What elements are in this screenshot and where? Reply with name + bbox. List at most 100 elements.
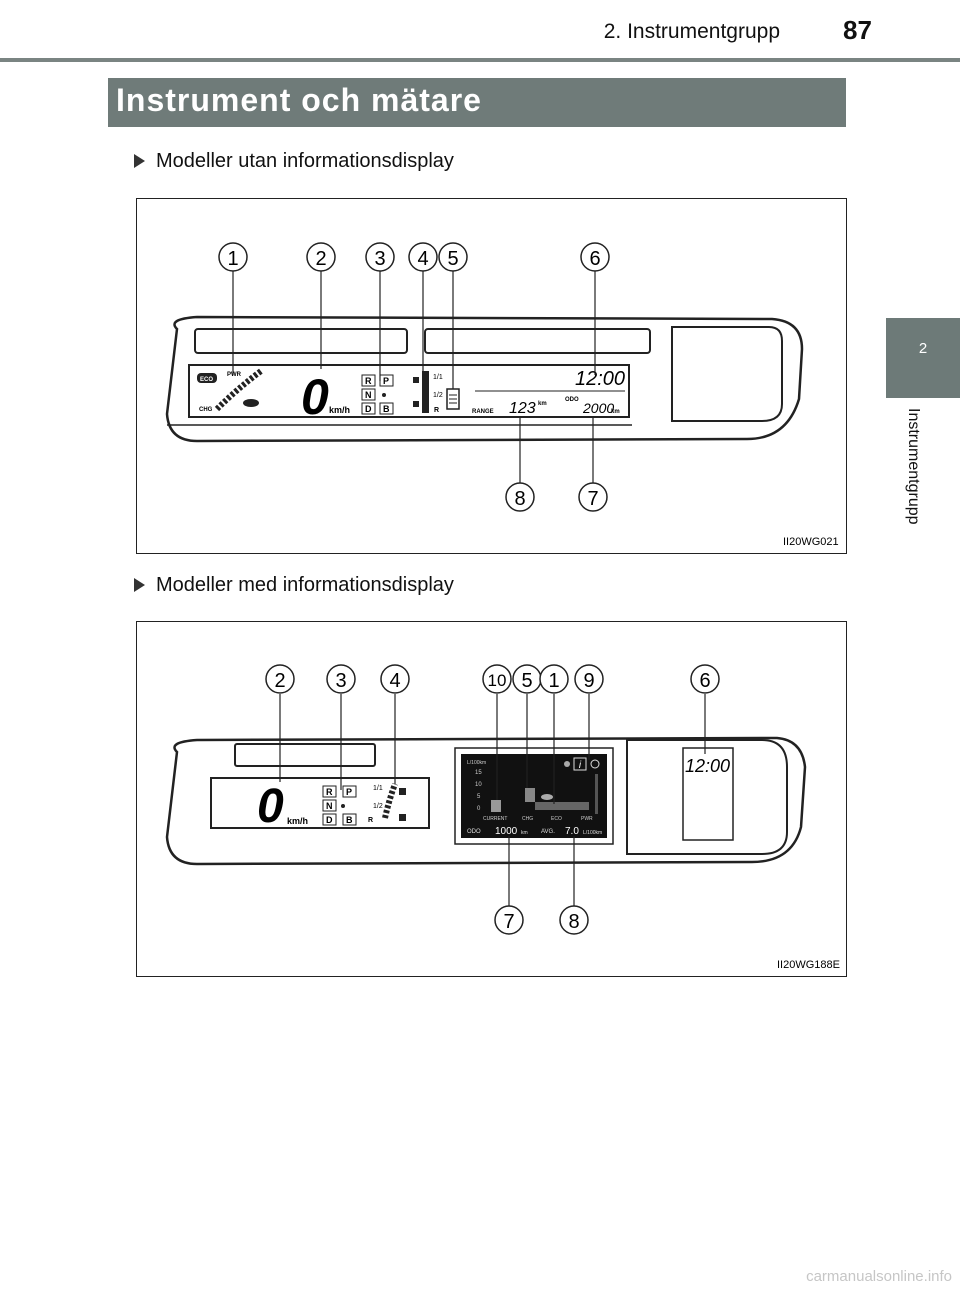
figure2-illustration: 0 km/h R P N D B 1/1 1/2 R L/100km 15 10…: [165, 664, 840, 971]
title-bar: [108, 78, 846, 127]
odo-readout: 1000: [495, 826, 518, 837]
caption-bullet-icon: [134, 578, 145, 592]
consumption-unit: L/100km: [467, 760, 486, 766]
fuel-pump-icon: [413, 377, 419, 383]
callouts-top: 2 3 4 10 5 1 9 6: [265, 664, 720, 694]
pwr-label: PWR: [227, 372, 242, 378]
callouts-top: 1 2 3 4 5 6: [218, 242, 610, 272]
callouts-bottom: 8 7: [505, 482, 608, 512]
avg-unit: L/100km: [583, 830, 602, 836]
callout-leader-lines: [232, 271, 596, 483]
callout-4: 4: [389, 670, 400, 692]
warning-icon: [590, 759, 600, 769]
clock-readout: 12:00: [575, 368, 625, 390]
callout-1: 1: [227, 248, 238, 270]
figure1-box: ECO PWR CHG 0 km/h R P N D B 1/1 1/2 R: [136, 198, 847, 554]
callout-4: 4: [417, 248, 428, 270]
figure1-code: II20WG021: [783, 536, 839, 548]
speed-unit: km/h: [287, 816, 308, 826]
callout-3: 3: [374, 248, 385, 270]
fuel-full-mark: 1/1: [373, 785, 383, 792]
callout-3: 3: [335, 670, 346, 692]
chapter-label: Instrumentgrupp: [905, 408, 922, 525]
scale-10: 10: [475, 782, 482, 788]
fuel-r-mark: R: [434, 407, 439, 414]
info-icon-glyph: i: [579, 760, 582, 771]
odo-unit: km: [611, 409, 620, 415]
gear-indicator: R P N D B: [322, 785, 357, 826]
avg-readout: 7.0: [565, 826, 579, 837]
callout-leader-lines: [279, 694, 706, 906]
fuel-gauge-bar: [382, 782, 398, 819]
chg-label: CHG: [522, 816, 533, 822]
callouts-bottom: 7 8: [494, 905, 589, 935]
ev-indicator-icon: [243, 399, 259, 407]
callout-5: 5: [447, 248, 458, 270]
speed-readout: 0: [301, 369, 329, 425]
range-readout: 123: [509, 400, 536, 417]
running-header-section: 2. Instrumentgrupp: [603, 20, 780, 43]
gear-indicator: R P N D B: [361, 374, 394, 415]
callout-10: 10: [488, 671, 507, 690]
eco-badge: [197, 373, 217, 383]
eco-label: ECO: [551, 816, 562, 822]
callout-8: 8: [568, 911, 579, 933]
odo-label: ODO: [467, 829, 481, 835]
odo-label: ODO: [565, 397, 579, 403]
range-unit: km: [538, 401, 547, 407]
callout-2: 2: [274, 670, 285, 692]
eco-label: ECO: [200, 377, 213, 383]
gear-p: P: [346, 787, 352, 797]
callout-6: 6: [699, 670, 710, 692]
watermark: carmanualsonline.info: [806, 1268, 952, 1285]
avg-label: AVG.: [541, 829, 555, 835]
range-label: RANGE: [472, 409, 494, 415]
caption-bullet-icon: [134, 154, 145, 168]
current-consumption-bar: [491, 800, 501, 812]
odo-readout: 2000: [582, 400, 614, 416]
gear-b: B: [383, 404, 390, 414]
page-number: 87: [843, 15, 872, 45]
callout-7: 7: [587, 488, 598, 510]
callout-1: 1: [548, 670, 559, 692]
gear-p: P: [383, 376, 389, 386]
current-label: CURRENT: [483, 816, 507, 822]
hybrid-indicator-bar: [535, 802, 589, 810]
speed-readout: 0: [257, 780, 284, 833]
callout-6: 6: [589, 248, 600, 270]
odo-unit: km: [521, 830, 528, 836]
chg-label: CHG: [199, 407, 213, 413]
figure2-code: II20WG188E: [777, 959, 840, 971]
header-rule: [0, 58, 960, 62]
settings-icon: [564, 761, 570, 767]
scale-5: 5: [477, 794, 481, 800]
speed-unit: km/h: [329, 405, 350, 415]
fuel-pump-icon: [399, 788, 406, 795]
gear-b: B: [346, 815, 353, 825]
callout-5: 5: [521, 670, 532, 692]
fuel-full-mark: 1/1: [433, 374, 443, 381]
callout-7: 7: [503, 911, 514, 933]
battery-icon: [525, 788, 535, 802]
callout-8: 8: [514, 488, 525, 510]
callout-9: 9: [583, 670, 594, 692]
figure1-illustration: ECO PWR CHG 0 km/h R P N D B 1/1 1/2 R: [165, 242, 839, 548]
fuel-gauge-bar: [422, 371, 429, 413]
fuel-r-mark: R: [368, 817, 373, 824]
gear-r: R: [326, 787, 333, 797]
figure1-caption: Modeller utan informationsdisplay: [156, 150, 454, 172]
fuel-pump-icon-lower: [413, 401, 419, 407]
scale-0: 0: [477, 806, 481, 812]
chapter-number: 2: [918, 340, 928, 357]
callout-2: 2: [315, 248, 326, 270]
figure2-box: 0 km/h R P N D B 1/1 1/2 R L/100km 15 10…: [136, 621, 847, 977]
scale-15: 15: [475, 770, 482, 776]
fuel-pump-icon-lower: [399, 814, 406, 821]
gear-d: D: [365, 404, 372, 414]
gear-n: N: [365, 390, 372, 400]
gear-r: R: [365, 376, 372, 386]
fuel-half-mark: 1/2: [433, 392, 443, 399]
clock-readout: 12:00: [685, 756, 730, 776]
chapter-tab: [886, 318, 960, 398]
page-title: Instrument och mätare: [116, 82, 482, 118]
